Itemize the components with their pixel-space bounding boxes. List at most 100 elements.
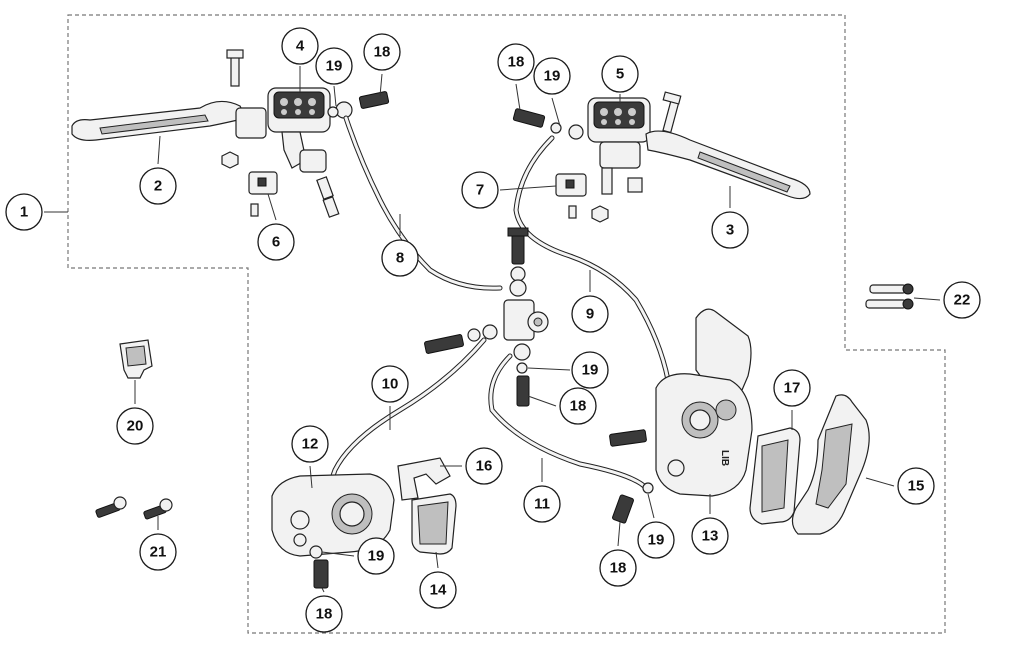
callout-number: 1	[20, 204, 28, 221]
callout-number: 14	[430, 582, 447, 599]
callout-circle	[116, 407, 154, 445]
pad-spring-16	[397, 457, 451, 501]
callout-number: 7	[476, 182, 484, 199]
bolts-21	[95, 496, 173, 520]
washer-right	[568, 124, 584, 140]
callout-circle	[571, 351, 609, 389]
brake-pad-15	[791, 394, 870, 535]
callout-circle	[291, 425, 329, 463]
callout-c5: 5	[601, 55, 639, 93]
clamp-right	[599, 141, 641, 169]
brake-hose-11	[488, 353, 647, 489]
callout-circle	[711, 211, 749, 249]
callout-circle	[773, 369, 811, 407]
clamp-bolt-left-2	[322, 196, 340, 218]
callout-c2: 2	[139, 167, 177, 205]
caliper-bolt-left-18	[313, 559, 329, 589]
nut-right	[591, 205, 609, 223]
bolt-right-top	[662, 98, 680, 134]
pivot-nut-right	[627, 177, 643, 193]
callout-number: 9	[586, 306, 594, 323]
callout-number: 21	[150, 544, 167, 561]
callout-labels: 1234567891011121314151617181818181819191…	[5, 27, 981, 633]
bolts-22	[865, 283, 914, 310]
banjo-bolt-left-18	[358, 91, 390, 109]
callout-circle	[139, 533, 177, 571]
assembly-boundary	[67, 14, 946, 634]
nut-left	[221, 151, 239, 169]
bolt-head-right-top	[662, 91, 682, 105]
callout-circle	[371, 365, 409, 403]
callout-c11: 11	[523, 485, 561, 523]
washer-left	[327, 106, 339, 118]
callout-number: 13	[702, 528, 719, 545]
callout-circle	[637, 521, 675, 559]
brake-hose-9	[513, 135, 671, 383]
callout-c14: 14	[419, 571, 457, 609]
callout-circle	[943, 281, 981, 319]
callout-number: 18	[508, 54, 525, 71]
callout-c15: 15	[897, 467, 935, 505]
right-lever-assembly	[512, 91, 811, 223]
callout-number: 20	[127, 418, 144, 435]
callout-circle	[599, 549, 637, 587]
banjo-bolt-caliper-right-18	[612, 494, 634, 524]
callout-c20: 20	[116, 407, 154, 445]
callout-c7: 7	[461, 171, 499, 209]
callout-number: 18	[316, 606, 333, 623]
callout-number: 22	[954, 292, 971, 309]
callout-c18b: 18	[497, 43, 535, 81]
callout-number: 2	[154, 178, 162, 195]
hose-junction	[424, 227, 549, 407]
brake-pad-14	[411, 493, 457, 555]
callout-number: 5	[616, 66, 624, 83]
callout-c19c: 19	[571, 351, 609, 389]
callout-circle	[305, 595, 343, 633]
front-caliper-13: LIB	[609, 308, 753, 524]
callout-c6: 6	[257, 223, 295, 261]
junction-bolt-top-18	[511, 231, 525, 265]
leader-lines	[44, 66, 941, 593]
callout-circle	[523, 485, 561, 523]
callout-number: 19	[326, 58, 343, 75]
callout-circle	[465, 447, 503, 485]
callout-c9: 9	[571, 295, 609, 333]
callout-circle	[257, 223, 295, 261]
clamp-bolt-right	[601, 167, 613, 195]
washer-caliper-right	[642, 482, 654, 494]
callout-circle	[281, 27, 319, 65]
callout-number: 19	[648, 532, 665, 549]
clip-20	[119, 339, 153, 379]
callout-number: 19	[544, 68, 561, 85]
callout-c12: 12	[291, 425, 329, 463]
callout-c3: 3	[711, 211, 749, 249]
callout-circle	[139, 167, 177, 205]
switch-screw-6	[250, 203, 259, 217]
clamp-cap-left	[299, 149, 327, 173]
callout-c17: 17	[773, 369, 811, 407]
banjo-left	[335, 101, 353, 119]
callout-c21: 21	[139, 533, 177, 571]
callout-circle	[419, 571, 457, 609]
callout-number: 19	[582, 362, 599, 379]
lever-grip-2	[99, 114, 209, 135]
banjo-bolt-right-18	[512, 108, 546, 128]
callout-number: 15	[908, 478, 925, 495]
callout-circle	[5, 193, 43, 231]
callout-number: 18	[610, 560, 627, 577]
callout-number: 12	[302, 436, 319, 453]
callout-c18d: 18	[599, 549, 637, 587]
caliper-marking: LIB	[719, 450, 730, 466]
junction-bolt-left-18	[424, 334, 464, 354]
callout-number: 4	[296, 38, 305, 55]
callout-circle	[381, 239, 419, 277]
callout-circle	[571, 295, 609, 333]
caliper-bolt-right-18	[609, 429, 647, 447]
callout-c19a: 19	[315, 47, 353, 85]
callout-number: 17	[784, 380, 801, 397]
rear-caliper-12	[271, 473, 395, 589]
callout-circle	[363, 33, 401, 71]
callout-c13: 13	[691, 517, 729, 555]
callout-c19d: 19	[637, 521, 675, 559]
callout-number: 8	[396, 250, 404, 267]
